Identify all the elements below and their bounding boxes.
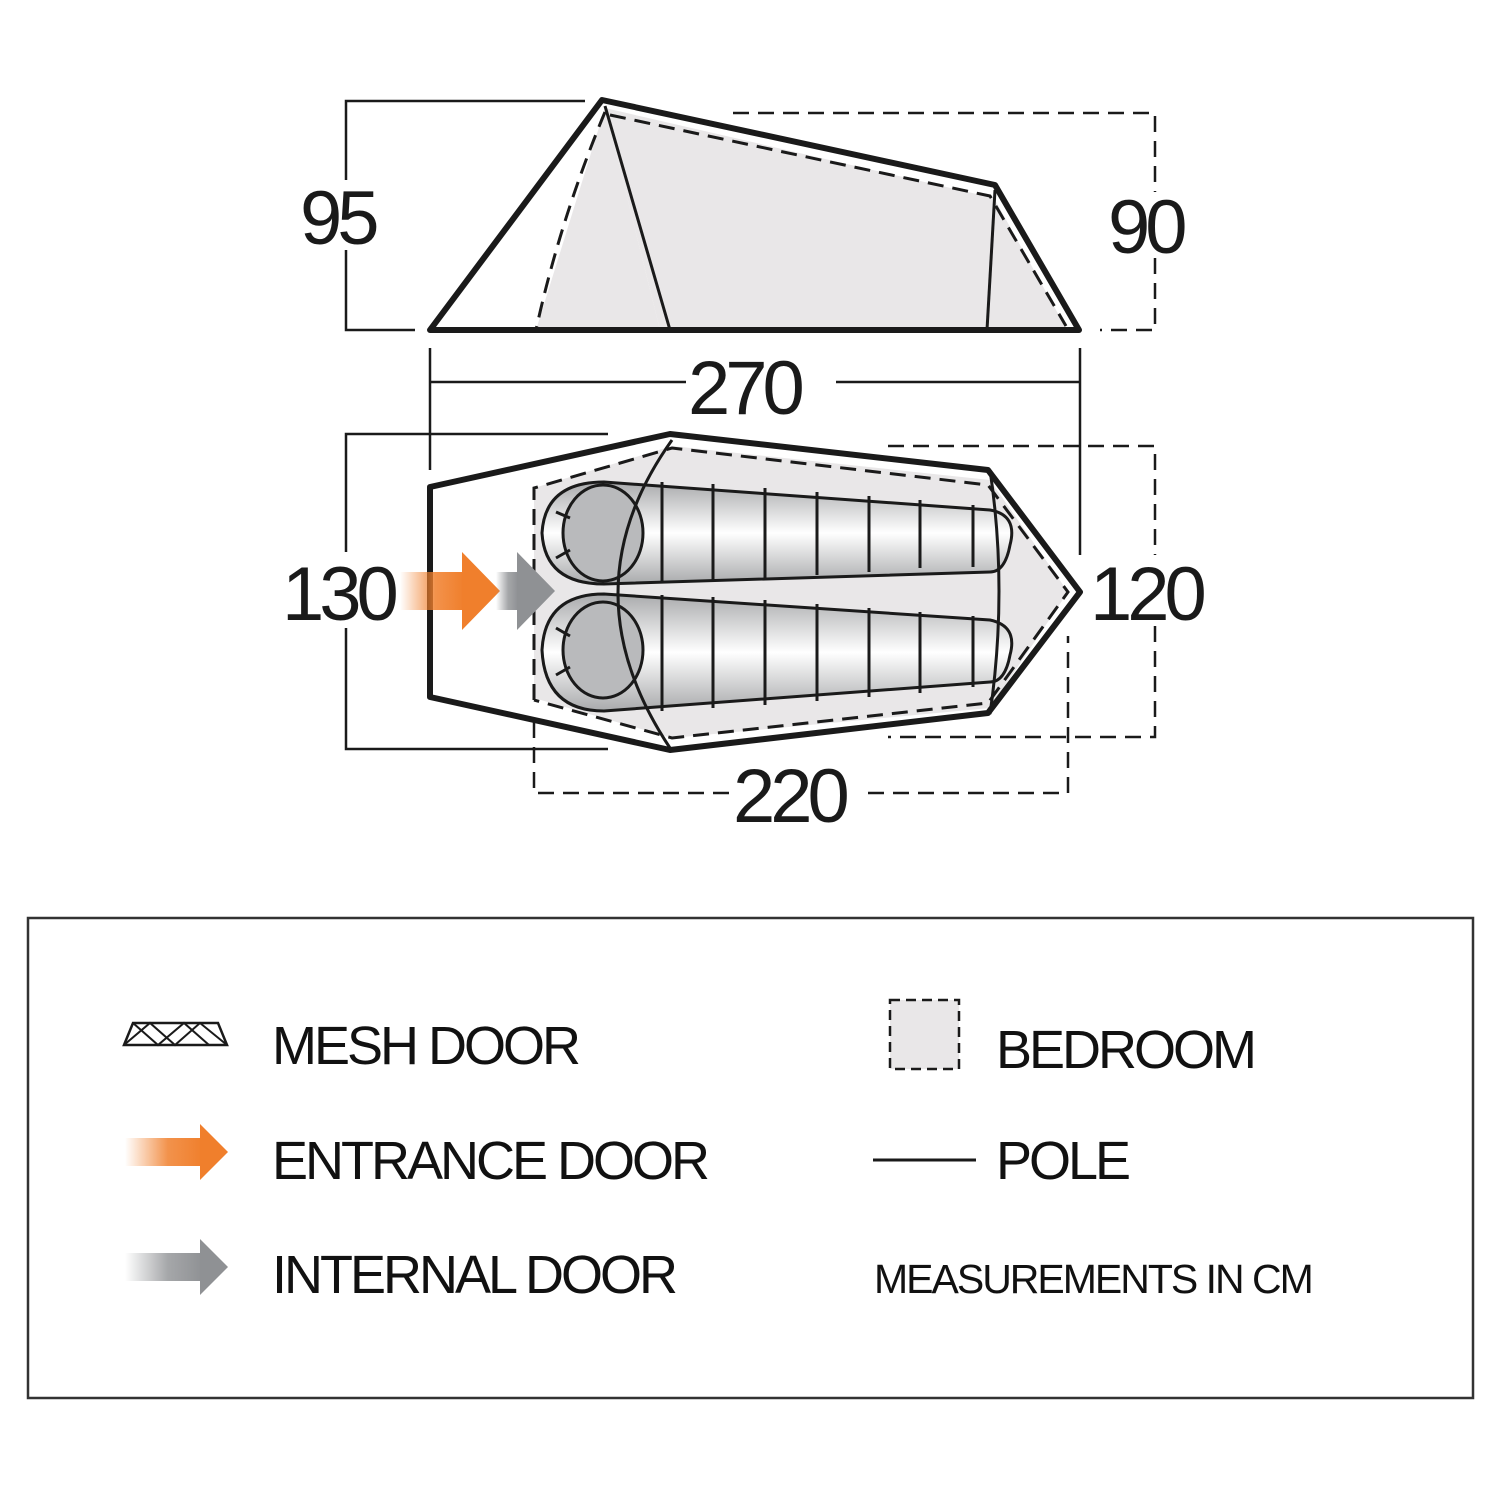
legend-label-entrance-door: ENTRANCE DOOR [272, 1131, 708, 1191]
side-rear-pole [985, 189, 997, 331]
dim-inner-length: 220 [733, 754, 848, 839]
sleeping-bag-lower [540, 592, 1014, 713]
dim-bracket-120 [888, 444, 1157, 739]
dim-front-height: 95 [300, 176, 377, 261]
legend-box [26, 916, 1475, 1400]
dim-front-width: 130 [282, 552, 397, 637]
dim-rear-height: 90 [1108, 185, 1185, 270]
sleeping-bag-upper [540, 480, 1014, 586]
dim-bracket-130 [344, 432, 608, 751]
legend-label-internal-door: INTERNAL DOOR [272, 1245, 676, 1305]
top-rear-pole [988, 469, 1001, 715]
dim-bracket-95 [344, 99, 585, 332]
side-view: 95 90 270 [300, 97, 1190, 555]
side-inner-tent-dashed [534, 111, 1068, 331]
side-bedroom-fill [605, 108, 994, 330]
dim-line-270 [428, 348, 1082, 555]
dim-overall-length: 270 [688, 346, 803, 431]
legend-label-pole: POLE [996, 1131, 1129, 1191]
grey-arrow-icon [125, 1239, 228, 1295]
mesh-trapezoid-icon [122, 1021, 229, 1047]
dim-bracket-90 [733, 111, 1157, 332]
entrance-door-arrow [400, 552, 500, 630]
dim-bracket-220 [532, 636, 1070, 795]
dashed-square-icon [888, 998, 961, 1071]
legend: MESH DOOR ENTRANCE DOOR INTERNAL DOOR BE… [26, 916, 1475, 1400]
orange-arrow-icon [125, 1124, 228, 1180]
internal-door-arrow [496, 552, 555, 630]
top-view: 130 120 220 [282, 431, 1210, 839]
measurements-note: MEASUREMENTS IN CM [874, 1256, 1312, 1302]
top-front-pole [616, 439, 674, 749]
dim-rear-width: 120 [1090, 552, 1205, 637]
side-flysheet-outline [427, 97, 1082, 333]
side-front-pole [603, 105, 672, 331]
legend-label-mesh-door: MESH DOOR [272, 1016, 579, 1076]
legend-label-bedroom: BEDROOM [996, 1020, 1254, 1080]
top-inner-tent-dashed [532, 446, 1070, 740]
top-flysheet-outline [427, 431, 1083, 753]
